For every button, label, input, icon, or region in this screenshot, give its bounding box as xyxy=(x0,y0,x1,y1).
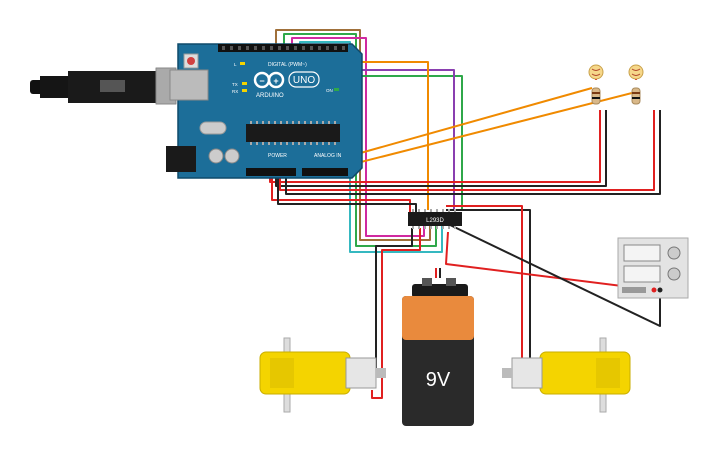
wire-black-psu xyxy=(447,223,661,327)
battery-9v[interactable]: 9V xyxy=(402,278,474,426)
psu-display-bottom xyxy=(623,265,661,283)
arduino-logo: − + xyxy=(253,71,285,89)
arduino-board[interactable]: − + ARDUINO UNO DIGITAL (PWM~) L TX RX O… xyxy=(166,43,363,179)
driver-label: L293D xyxy=(426,218,444,224)
brand-label: ARDUINO xyxy=(256,93,284,99)
analog-header xyxy=(302,168,348,176)
wire-red-psu xyxy=(445,231,655,291)
capacitor xyxy=(224,148,240,164)
led-l-label: L xyxy=(234,62,237,67)
psu-display-top xyxy=(623,244,661,262)
power-header xyxy=(246,168,296,176)
dc-motor-left[interactable] xyxy=(259,337,386,413)
battery-label: 9V xyxy=(426,369,451,391)
psu-terminal-black[interactable] xyxy=(657,287,663,293)
power-jack xyxy=(166,146,196,172)
analog-label: ANALOG IN xyxy=(314,153,342,159)
model-label: UNO xyxy=(293,75,315,86)
on-label: ON xyxy=(326,88,333,93)
svg-text:+: + xyxy=(273,76,278,86)
wire-black-right-motor xyxy=(446,209,531,360)
microcontroller-chip xyxy=(246,124,340,142)
digital-header xyxy=(218,44,348,52)
psu-knob-top[interactable] xyxy=(667,246,681,260)
dc-motor-right[interactable] xyxy=(502,337,631,413)
crystal xyxy=(199,121,227,135)
usb-jack xyxy=(169,69,209,101)
psu-terminal-red[interactable] xyxy=(651,287,657,293)
wire-red-ldr2 xyxy=(279,110,655,191)
capacitor xyxy=(208,148,224,164)
psu-knob-bottom[interactable] xyxy=(667,267,681,281)
wire-black-driver xyxy=(277,174,417,215)
photoresistor-2[interactable] xyxy=(628,64,644,80)
wire-magenta-top xyxy=(291,37,425,237)
digital-label: DIGITAL (PWM~) xyxy=(268,62,307,68)
resistor-1 xyxy=(591,87,601,105)
led-rx-label: RX xyxy=(232,89,238,94)
resistor-2 xyxy=(631,87,641,105)
photoresistor-1[interactable] xyxy=(588,64,604,80)
wire-red-left-motor xyxy=(371,228,421,399)
usb-cable xyxy=(30,67,177,105)
wire-black-left-motor xyxy=(375,228,413,372)
motor-driver-chip[interactable]: L293D xyxy=(408,209,462,229)
led-tx-label: TX xyxy=(232,82,238,87)
wire-red-driver xyxy=(271,172,411,215)
power-supply[interactable] xyxy=(617,237,689,299)
power-label: POWER xyxy=(268,153,287,159)
svg-text:−: − xyxy=(259,76,264,86)
wire-black-ldr2 xyxy=(285,110,661,195)
